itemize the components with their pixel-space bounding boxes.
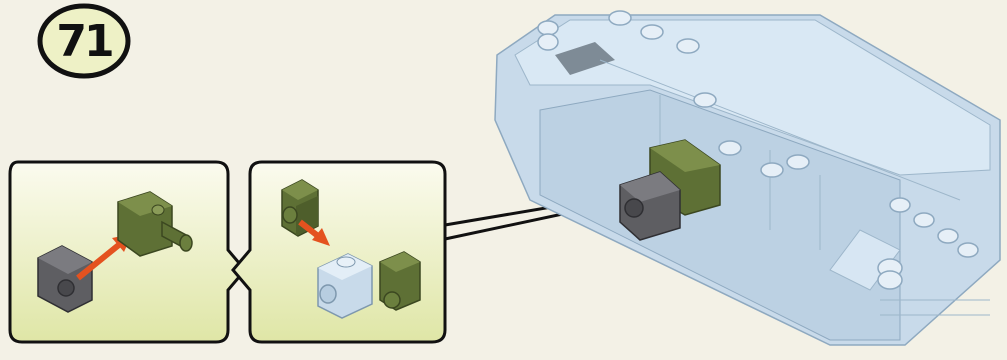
step-badge: 71 (36, 2, 132, 80)
green-bracket-icon (282, 180, 318, 236)
hull-green-clip (650, 140, 720, 215)
connect-arrow-icon (300, 222, 330, 246)
callout-panel-1 (10, 162, 245, 342)
connect-arrow-icon (78, 234, 132, 278)
step-number: 71 (36, 2, 132, 80)
clip-brick-with-bar-icon (118, 192, 192, 256)
callout-panel-2 (233, 162, 445, 342)
light-blue-brick-icon (318, 254, 372, 318)
hull-dark-tile (620, 172, 680, 240)
tile-brick-icon (38, 246, 92, 312)
model-hull (495, 11, 1000, 345)
green-plate-icon (380, 252, 420, 310)
callout-leader-lines (445, 198, 605, 239)
hull-studs (538, 11, 978, 289)
